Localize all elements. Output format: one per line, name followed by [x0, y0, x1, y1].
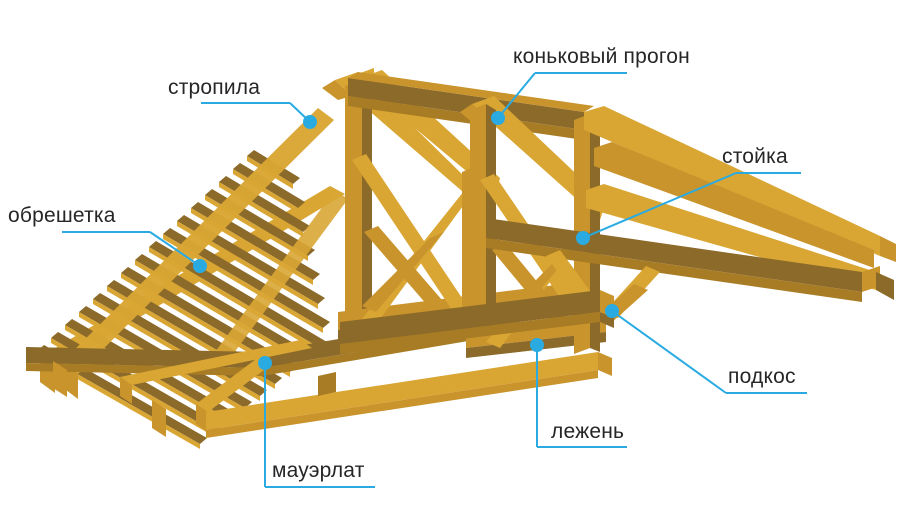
leader-podkos: [605, 304, 807, 394]
leader-obreshetka: [62, 231, 207, 273]
leader-line: [497, 72, 536, 119]
leader-lines-layer: [62, 72, 807, 488]
callout-dot: [576, 231, 590, 245]
leader-line: [582, 172, 737, 239]
label-stropila: стропила: [168, 76, 261, 99]
label-lezhen: лежень: [551, 420, 625, 443]
leader-mauerlat: [258, 356, 375, 488]
left-roof-plane: [26, 108, 480, 449]
callout-dot: [303, 115, 317, 129]
label-mauerlat: мауэрлат: [272, 459, 365, 482]
leader-stojka: [576, 172, 801, 245]
callout-dot: [491, 111, 505, 125]
callout-dot: [193, 259, 207, 273]
callout-dot: [605, 304, 619, 318]
callout-dot: [258, 356, 272, 370]
leader-line: [149, 231, 201, 267]
front-rail: [206, 352, 612, 438]
label-konkovyj-progon: коньковый прогон: [513, 45, 690, 68]
callout-dot: [530, 338, 544, 352]
label-stojka: стойка: [722, 145, 788, 168]
leader-stropila: [201, 102, 317, 129]
leader-konkovyj-progon: [491, 72, 627, 125]
leader-lezhen: [530, 338, 627, 448]
rail-notch: [318, 372, 336, 396]
label-obreshetka: обрешетка: [8, 204, 116, 227]
label-podkos: подкос: [728, 365, 796, 388]
leader-line: [611, 310, 727, 394]
